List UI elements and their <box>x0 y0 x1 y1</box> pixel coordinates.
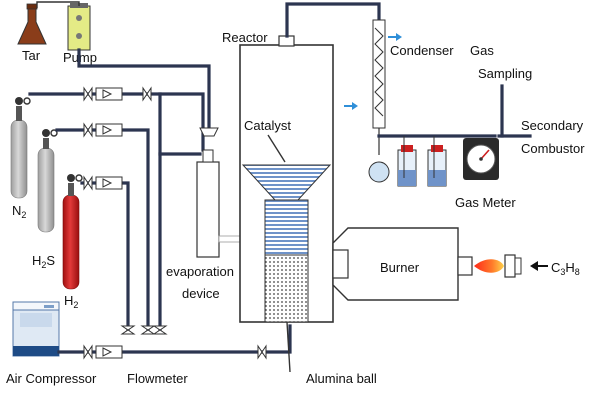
valve-icon <box>140 325 156 335</box>
alumina-leader <box>286 321 291 373</box>
gas-meter <box>463 138 499 180</box>
catalyst-label: Catalyst <box>244 118 291 133</box>
burner-label: Burner <box>380 260 420 275</box>
valve-icon <box>120 325 136 335</box>
flame-icon <box>474 259 504 273</box>
arrow-icon <box>530 261 548 271</box>
h2s-label: H2S <box>32 253 55 270</box>
flowmeter-icon <box>95 123 123 137</box>
h2s-cylinder <box>37 129 58 233</box>
gas-meter-label: Gas Meter <box>455 195 516 210</box>
reactor-label: Reactor <box>222 30 268 45</box>
fuel-label: C3H8 <box>551 260 580 277</box>
valve-icon <box>83 344 93 360</box>
flowmeter-icon <box>95 345 123 359</box>
gas-sampling-label-2: Sampling <box>478 66 532 81</box>
collection-bottle <box>397 136 417 187</box>
flowmeter-label: Flowmeter <box>127 371 188 386</box>
arrow-icon <box>344 102 358 110</box>
h2-label: H2 <box>64 293 78 310</box>
flowmeter-icon <box>95 87 123 101</box>
burner-nozzle <box>504 254 522 278</box>
condenser-label: Condenser <box>390 43 454 58</box>
condenser <box>285 2 390 183</box>
n2-label: N2 <box>12 203 26 220</box>
gas-sampling-label-1: Gas <box>470 43 494 58</box>
n2-cylinder <box>10 97 31 199</box>
valve-icon <box>83 86 93 102</box>
evaporation-label-2: device <box>182 286 220 301</box>
valve-icon <box>83 175 93 191</box>
regulator-icon <box>15 97 31 105</box>
regulator-icon <box>67 174 83 182</box>
pump <box>67 3 91 51</box>
valve-icon <box>199 127 219 137</box>
regulator-icon <box>42 129 58 137</box>
valve-icon <box>142 86 152 102</box>
collection-bottle <box>427 136 447 187</box>
arrow-icon <box>388 33 402 41</box>
evaporation-label-1: evaporation <box>166 264 234 279</box>
valve-icon <box>83 122 93 138</box>
air-compressor <box>12 301 60 357</box>
catalyst-leader <box>267 134 286 163</box>
air-compressor-label: Air Compressor <box>6 371 97 386</box>
burner <box>332 227 473 301</box>
tar-label: Tar <box>22 48 41 63</box>
flowmeter-icon <box>95 176 123 190</box>
tar-flask <box>17 3 47 45</box>
secondary-combustor-label-2: Combustor <box>521 141 585 156</box>
valve-icon <box>257 344 267 360</box>
valve-icon <box>152 325 168 335</box>
secondary-combustor-label-1: Secondary <box>521 118 584 133</box>
h2-cylinder <box>62 174 83 290</box>
alumina-ball-label: Alumina ball <box>306 371 377 386</box>
reactor <box>239 35 334 323</box>
